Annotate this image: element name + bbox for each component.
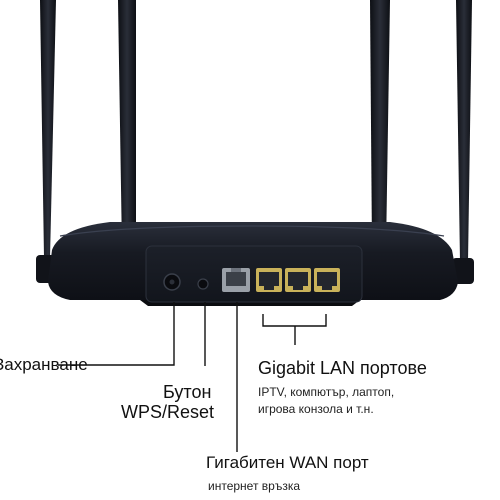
- lan-port-1: [256, 268, 282, 292]
- lan-label-desc-line2: игрова конзола и т.н.: [258, 402, 374, 416]
- lan-label-title: Gigabit LAN портове: [258, 358, 427, 378]
- lan-port-2: [285, 268, 311, 292]
- wan-label-title: Гигабитен WAN порт: [206, 453, 369, 472]
- power-label: Захранване: [0, 355, 88, 374]
- callout-line-power: [58, 302, 175, 366]
- lan-port-3: [314, 268, 340, 292]
- antenna-left-rear: [36, 0, 58, 283]
- power-port: [163, 273, 181, 291]
- wan-label-desc: интернет връзка: [208, 479, 301, 493]
- wps-reset-button: [197, 278, 209, 290]
- wps-label-line1: Бутон: [163, 382, 212, 402]
- wps-label-line2: WPS/Reset: [121, 402, 215, 422]
- callout-bracket-lan: [262, 314, 327, 327]
- wan-port: [222, 268, 250, 292]
- lan-label-desc-line1: IPTV, компютър, лаптоп,: [258, 385, 395, 399]
- antenna-right-rear: [452, 0, 474, 284]
